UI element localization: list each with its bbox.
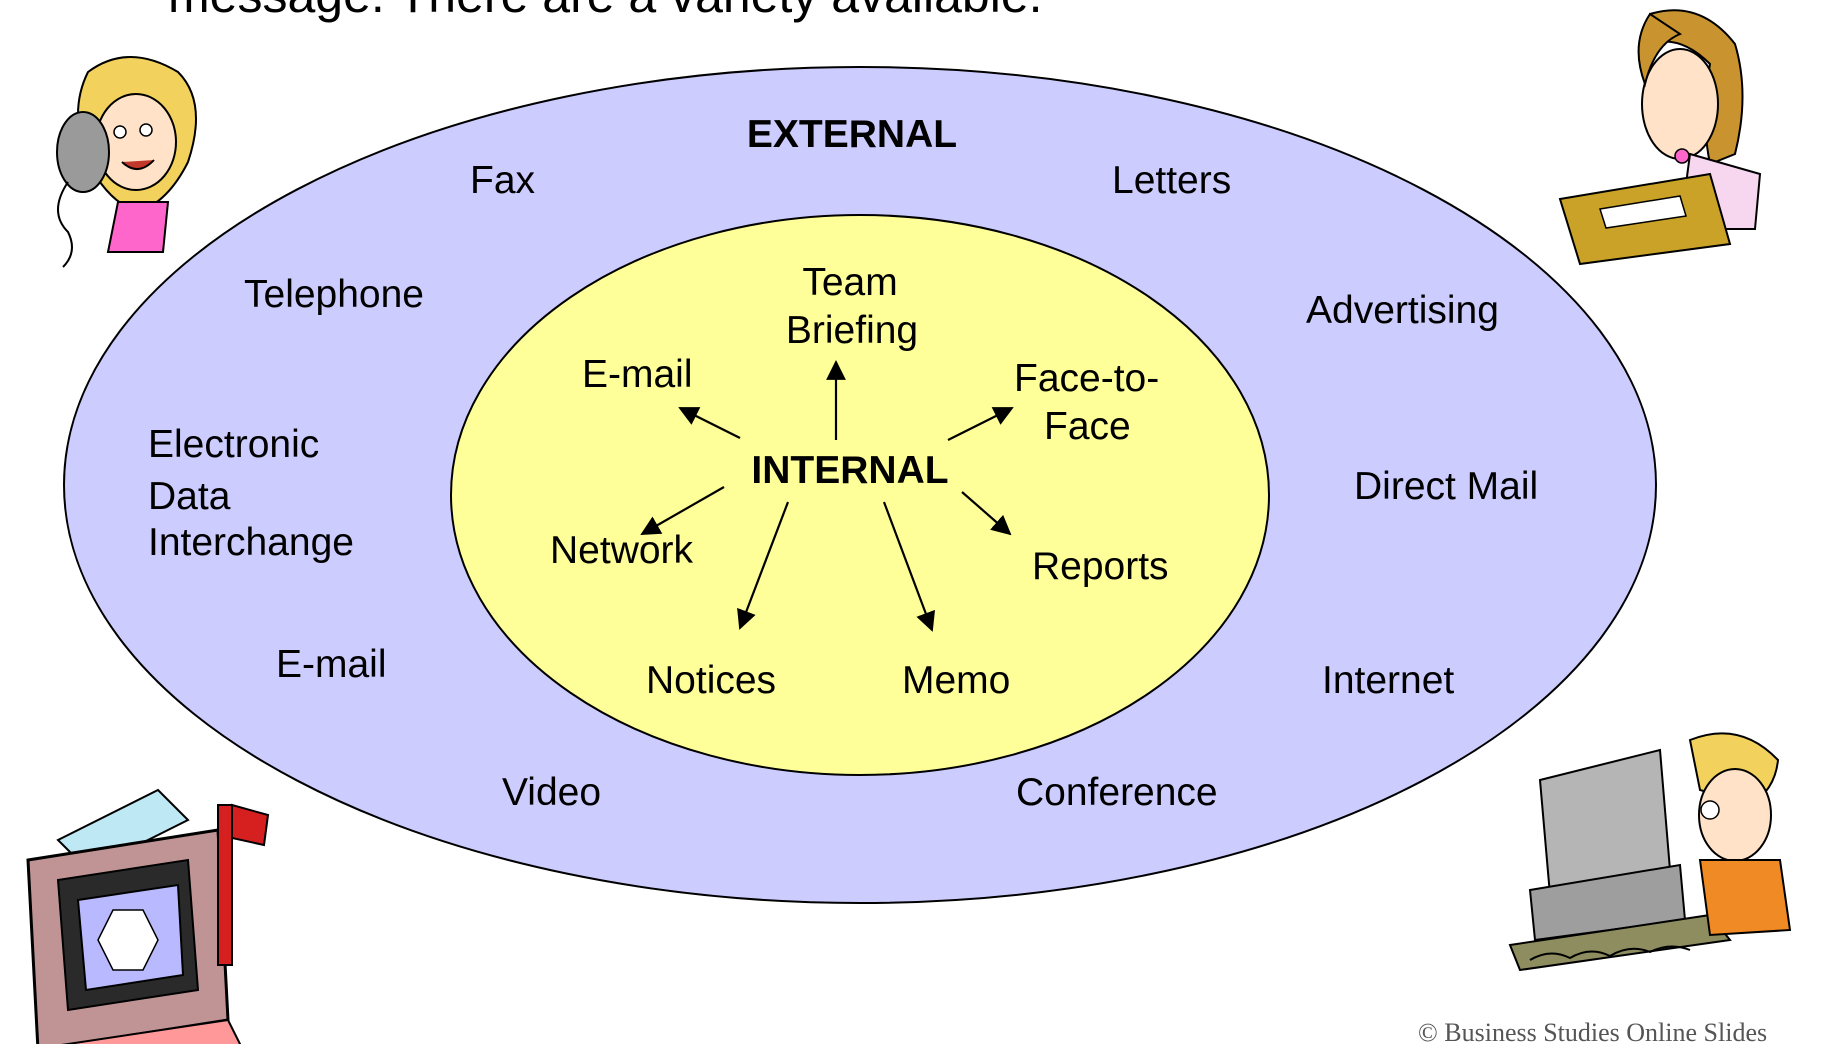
- internal-item-notices: Notices: [646, 659, 777, 702]
- woman-typewriter-icon: [1558, 9, 1762, 266]
- woman-telephone-icon: [56, 56, 197, 268]
- arrow-memo: [882, 501, 936, 632]
- internal-item-network: Network: [550, 529, 694, 572]
- external-item-internet: Internet: [1322, 659, 1455, 702]
- boy-computer-icon: [1508, 732, 1792, 972]
- internal-item-face-line2: Face: [1044, 405, 1131, 448]
- arrow-email: [678, 407, 741, 439]
- internal-item-email: E-mail: [582, 353, 693, 396]
- external-item-direct-mail: Direct Mail: [1354, 465, 1539, 508]
- external-item-edi-line3: Interchange: [148, 521, 354, 564]
- external-item-telephone: Telephone: [244, 273, 424, 316]
- external-item-advertising: Advertising: [1306, 289, 1499, 332]
- external-title: EXTERNAL: [746, 113, 958, 156]
- external-item-letters: Letters: [1112, 159, 1232, 202]
- slide-heading: message. There are a variety available.: [168, 0, 1043, 24]
- internal-ellipse: [450, 214, 1270, 776]
- internal-item-team-line1: Team: [802, 261, 898, 304]
- arrow-face-to-face: [947, 407, 1014, 441]
- internal-item-team-line2: Briefing: [785, 309, 919, 352]
- external-item-edi-line2: Data: [148, 475, 231, 518]
- arrow-network: [640, 486, 725, 535]
- arrow-reports: [961, 491, 1012, 536]
- computer-mailbox-icon: [26, 788, 270, 1044]
- arrow-notices: [737, 501, 790, 630]
- external-item-conference: Conference: [1016, 771, 1218, 814]
- external-item-fax: Fax: [470, 159, 536, 202]
- internal-item-reports: Reports: [1032, 545, 1169, 588]
- internal-item-memo: Memo: [902, 659, 1011, 702]
- external-item-email: E-mail: [276, 643, 387, 686]
- internal-item-face-line1: Face-to-: [1014, 357, 1160, 400]
- external-item-edi-line1: Electronic: [148, 423, 320, 466]
- internal-title: INTERNAL: [751, 449, 949, 492]
- copyright-footer: © Business Studies Online Slides: [1418, 1018, 1768, 1047]
- external-item-video: Video: [502, 771, 602, 814]
